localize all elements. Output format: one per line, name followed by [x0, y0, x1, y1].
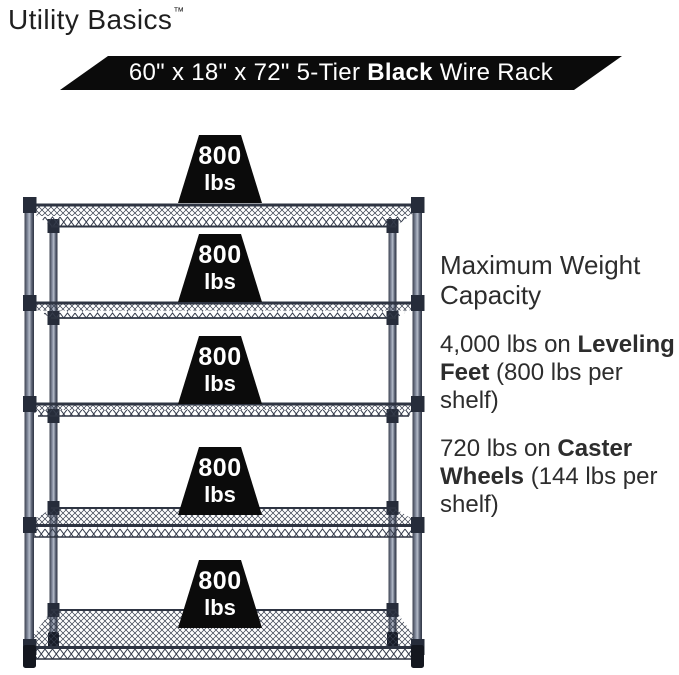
weight-value: 800: [198, 567, 242, 595]
shelf-4: [25, 507, 422, 538]
rack-front-posts: [23, 197, 425, 668]
title-banner: 60" x 18" x 72" 5-Tier Black Wire Rack: [60, 56, 622, 90]
capacity-text: (144 lbs per shelf): [440, 463, 658, 518]
capacity-bold-text: Caster Wheels: [440, 435, 633, 490]
weight-unit: lbs: [204, 170, 236, 195]
weight-badge: 800 lbs: [178, 135, 262, 203]
capacity-text: 720 lbs on: [440, 435, 558, 462]
weight-unit: lbs: [204, 269, 236, 294]
capacity-text: 4,000 lbs on: [440, 331, 578, 358]
weight-unit: lbs: [204, 595, 236, 620]
weight-value: 800: [198, 241, 242, 269]
capacity-bold-text: Leveling Feet: [440, 331, 675, 386]
shelf-5: [25, 609, 422, 660]
trademark-symbol: ™: [173, 6, 185, 18]
banner-text-bold: Black: [367, 59, 433, 86]
capacity-info: Maximum Weight Capacity 4,000 lbs on Lev…: [440, 250, 679, 539]
weight-value: 800: [198, 343, 242, 371]
capacity-heading: Maximum Weight Capacity: [440, 250, 641, 310]
capacity-leveling-feet: 4,000 lbs on Leveling Feet (800 lbs per …: [440, 331, 679, 415]
weight-value: 800: [198, 142, 242, 170]
shelf-2: [25, 301, 422, 319]
weight-value: 800: [198, 454, 242, 482]
weight-unit: lbs: [204, 482, 236, 507]
banner-text-prefix: 60" x 18" x 72" 5-Tier: [128, 59, 368, 86]
shelf-3: [25, 402, 422, 417]
leveling-foot-right: [411, 645, 424, 668]
capacity-caster-wheels: 720 lbs on Caster Wheels (144 lbs per sh…: [440, 435, 679, 519]
capacity-text: (800 lbs per shelf): [440, 359, 623, 414]
banner-text-suffix: Wire Rack: [432, 59, 554, 86]
rack-shelves: [25, 203, 422, 660]
leveling-foot-left: [23, 645, 36, 668]
brand-logo: Utility Basics™: [8, 4, 185, 36]
weight-unit: lbs: [204, 371, 236, 396]
shelf-1: [25, 203, 422, 228]
brand-name: Utility Basics: [8, 4, 173, 35]
